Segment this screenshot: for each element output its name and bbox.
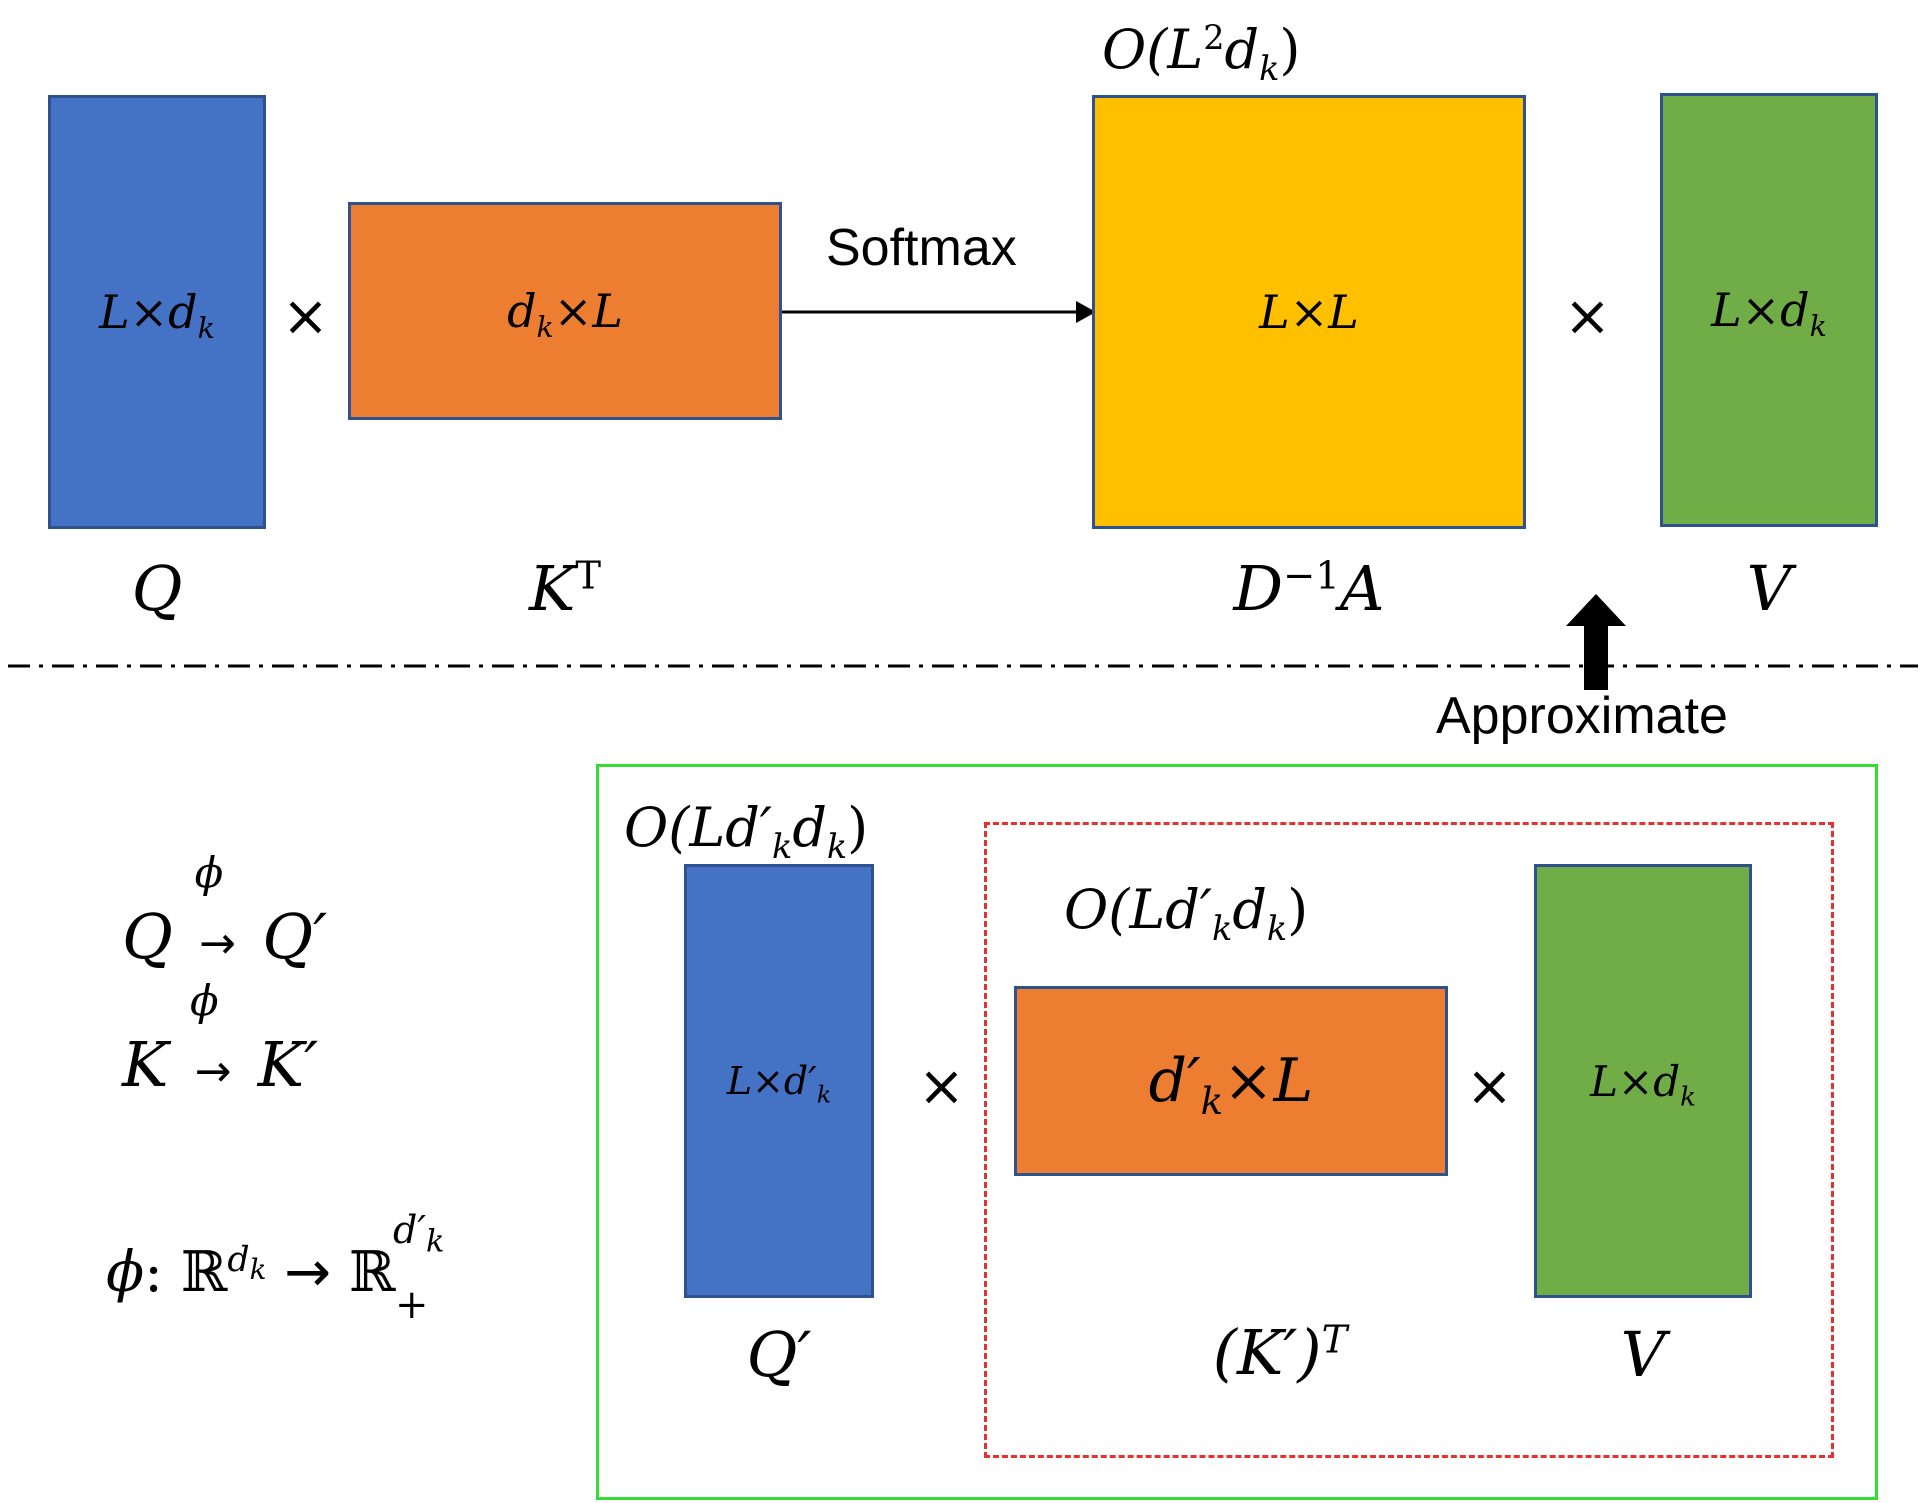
v-bottom-dimension: L×dk [1590, 1056, 1696, 1112]
k-mapping: K ϕ → K′ [122, 976, 319, 1101]
q-dimension: L×dk [99, 285, 215, 346]
kv-product-frame [984, 822, 1834, 1458]
attention-matrix: L×L [1092, 95, 1526, 529]
k-prime-t-matrix: d′k×L [1014, 986, 1448, 1176]
q-label: Q [131, 552, 183, 625]
q-matrix: L×dk [48, 95, 266, 529]
attention-label: D−1A [1233, 552, 1385, 625]
multiply-symbol-4: × [1466, 1054, 1513, 1119]
multiply-symbol-2: × [1564, 284, 1611, 349]
kt-label: KT [529, 552, 601, 625]
kt-dimension: dk×L [507, 284, 623, 345]
attention-dimension: L×L [1259, 285, 1359, 339]
multiply-symbol-1: × [282, 284, 329, 349]
q-mapping: Q ϕ → Q′ [122, 848, 328, 973]
v-dimension: L×dk [1711, 283, 1827, 344]
v-label: V [1746, 552, 1792, 625]
multiply-symbol-3: × [918, 1054, 965, 1119]
softmax-label: Softmax [826, 219, 1017, 277]
left-complexity: O(Ld′kdk) [624, 796, 869, 866]
linear-attention-frame [596, 764, 1878, 1500]
softmax-arrow [782, 301, 1096, 323]
separator-line [8, 664, 1918, 668]
approximate-arrow [1566, 594, 1626, 690]
q-prime-dimension: L×d′k [726, 1059, 832, 1109]
approximate-label: Approximate [1436, 687, 1728, 745]
v-bottom-label: V [1620, 1318, 1666, 1391]
kt-matrix: dk×L [348, 202, 782, 420]
v-bottom-matrix: L×dk [1534, 864, 1752, 1298]
k-prime-t-label: (K′)T [1212, 1316, 1348, 1389]
q-prime-matrix: L×d′k [684, 864, 874, 1298]
attention-complexity: O(L2dk) [1102, 18, 1301, 88]
q-prime-label: Q′ [746, 1318, 812, 1391]
phi-definition: ϕ: ℝdk → ℝ d′k + [106, 1208, 445, 1328]
v-matrix: L×dk [1660, 93, 1878, 527]
k-prime-t-dimension: d′k×L [1148, 1046, 1314, 1123]
inner-complexity: O(Ld′kdk) [1064, 878, 1309, 948]
